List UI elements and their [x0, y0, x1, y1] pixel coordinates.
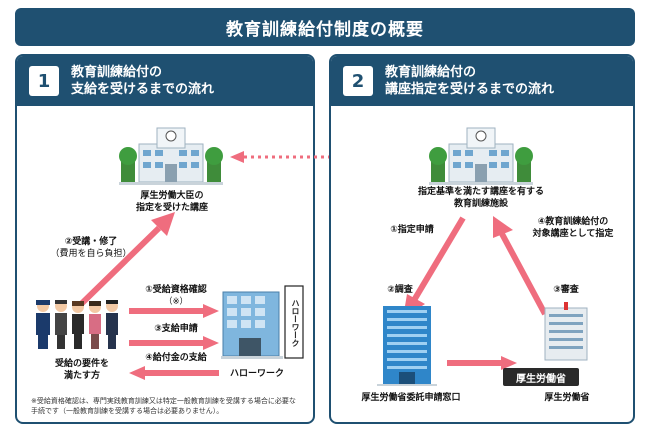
footnote: ※受給資格確認は、専門実践教育訓練又は特定一般教育訓練を受講する場合に必要な 手…: [31, 397, 296, 415]
step1-application-label: ①指定申請: [390, 225, 434, 235]
benefit-application-arrow: [129, 336, 219, 350]
step4-designation-label: ④教育訓練給付の 対象講座として指定: [532, 217, 614, 239]
training-facility-label: 指定基準を満たす講座を有する 教育訓練施設: [417, 187, 544, 209]
panel-course-designation-flow: 2 教育訓練給付の 講座指定を受けるまでの流れ 指定基準を満たす講座を有する 教…: [329, 54, 635, 424]
benefit-payment-arrow: [129, 366, 219, 380]
attend-arrow: [72, 212, 175, 313]
panel-heading: 教育訓練給付の 支給を受けるまでの流れ: [71, 65, 215, 97]
step4-payment-label: ④給付金の支給: [145, 353, 207, 363]
training-facility-icon: [429, 127, 533, 185]
people-icon: [36, 300, 118, 349]
step2-attend-label: ②受講・修了 （費用を自ら負担）: [50, 237, 132, 259]
panel-benefit-flow-header: 1 教育訓練給付の 支給を受けるまでの流れ: [17, 56, 313, 106]
designated-course-label: 厚生労働大臣の 指定を受けた講座: [135, 191, 208, 213]
hellowork-building-icon: [221, 285, 304, 359]
step3-application-label: ③支給申請: [154, 324, 198, 334]
panel-benefit-flow: 1 教育訓練給付の 支給を受けるまでの流れ 厚生労働大臣の 指定を受けた講座: [15, 54, 315, 424]
panel-course-designation-header: 2 教育訓練給付の 講座指定を受けるまでの流れ: [331, 56, 633, 106]
panel-heading: 教育訓練給付の 講座指定を受けるまでの流れ: [385, 65, 555, 97]
ministry-building-icon: [544, 302, 588, 361]
panel-number: 2: [343, 66, 373, 96]
consignment-office-label: 厚生労働省委託申請窓口: [361, 393, 461, 403]
eligible-person-label: 受給の要件を 満たす方: [54, 359, 109, 381]
step2-survey-label: ②調査: [387, 285, 413, 295]
step1-note-mark: （※）: [163, 297, 189, 307]
mhlw-sign: 厚生労働省: [503, 368, 579, 386]
hellowork-label: ハローワーク: [229, 369, 284, 379]
eligibility-check-arrow: [129, 304, 219, 318]
panel-number: 1: [29, 66, 59, 96]
hellowork-sign: ハローワーク: [291, 299, 300, 347]
school-building-icon: [119, 127, 223, 185]
office-tower-icon: [377, 306, 437, 386]
step3-review-label: ③審査: [553, 285, 579, 295]
step1-eligibility-label: ①受給資格確認: [145, 285, 207, 295]
mhlw-label: 厚生労働省: [544, 393, 590, 403]
page-title: 教育訓練給付制度の概要: [15, 8, 635, 46]
